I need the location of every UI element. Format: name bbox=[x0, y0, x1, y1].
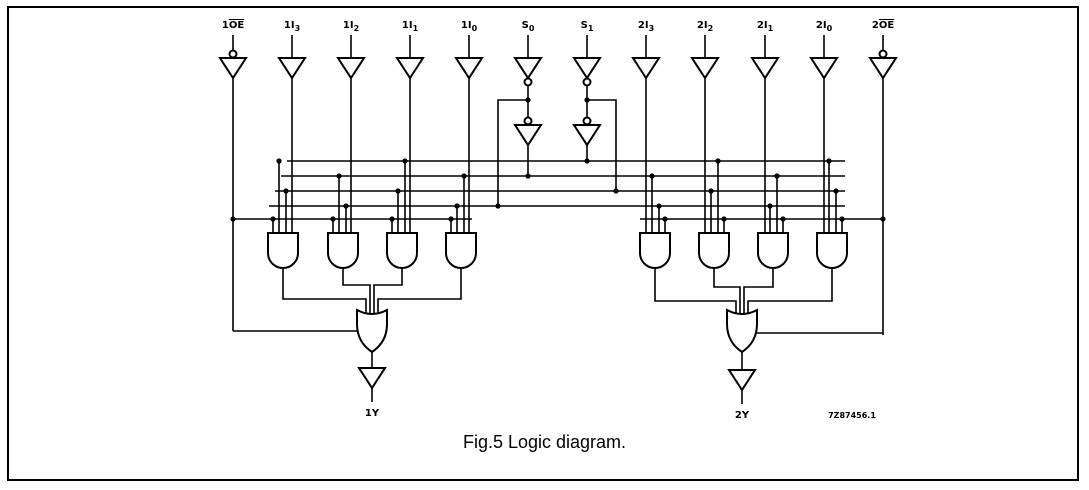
junction-dot bbox=[649, 173, 655, 179]
junction-dot bbox=[774, 173, 780, 179]
input-label-1i0: 1I0 bbox=[461, 20, 478, 33]
and-to-or-wire bbox=[654, 268, 737, 314]
junction-dot bbox=[389, 216, 395, 222]
input-buffer-s0 bbox=[513, 57, 543, 80]
junction-dot bbox=[656, 203, 662, 209]
input-label-1i1: 1I1 bbox=[402, 20, 419, 33]
and-gate-2-0 bbox=[816, 232, 848, 269]
output-buffer-2y bbox=[727, 369, 757, 392]
input-buffer-2i3 bbox=[631, 57, 661, 80]
junction-dot bbox=[839, 216, 845, 222]
junction-dot bbox=[402, 158, 408, 164]
junction-dot bbox=[767, 203, 773, 209]
input-buffer-1oe bbox=[218, 57, 248, 80]
junction-dot bbox=[721, 216, 727, 222]
input-buffer-1i1 bbox=[395, 57, 425, 80]
input-label-2oe: 2OE bbox=[872, 20, 894, 31]
input-label-1oe: 1OE bbox=[222, 20, 244, 31]
junction-dot bbox=[461, 173, 467, 179]
and-to-or-wire bbox=[743, 268, 774, 315]
junction-dot bbox=[708, 188, 714, 194]
drawing-code: 7Z87456.1 bbox=[828, 411, 876, 420]
junction-dot bbox=[270, 216, 276, 222]
inversion-bubble bbox=[228, 49, 238, 59]
input-label-2i0: 2I0 bbox=[816, 20, 833, 33]
junction-dot bbox=[283, 188, 289, 194]
input-label-2i3: 2I3 bbox=[638, 20, 654, 33]
junction-dot bbox=[780, 216, 786, 222]
output-label-1y: 1Y bbox=[365, 408, 380, 419]
junction-dot bbox=[833, 188, 839, 194]
input-label-1i2: 1I2 bbox=[343, 20, 359, 33]
and-gate-1-2 bbox=[327, 232, 359, 269]
junction-dot bbox=[230, 216, 236, 222]
junction-dot bbox=[715, 158, 721, 164]
junction-dot bbox=[448, 216, 454, 222]
output-label-2y: 2Y bbox=[735, 410, 750, 421]
input-buffer-2oe bbox=[868, 57, 898, 80]
junction-dot bbox=[276, 158, 282, 164]
input-label-2i2: 2I2 bbox=[697, 20, 713, 33]
and-gate-2-1 bbox=[757, 232, 789, 269]
and-gate-1-3 bbox=[267, 232, 299, 269]
and-to-or-wire bbox=[342, 268, 371, 315]
s1-true-wire bbox=[587, 99, 617, 191]
input-label-2i1: 2I1 bbox=[757, 20, 774, 33]
input-buffer-1i3 bbox=[277, 57, 307, 80]
and-to-or-wire bbox=[713, 268, 741, 315]
input-label-1i3: 1I3 bbox=[284, 20, 300, 33]
junction-dot bbox=[662, 216, 668, 222]
and-gate-2-3 bbox=[639, 232, 671, 269]
select-inverter-s0 bbox=[513, 124, 543, 147]
and-to-or-wire bbox=[747, 268, 833, 314]
input-buffer-s1 bbox=[572, 57, 602, 80]
input-label-s1: S1 bbox=[581, 20, 594, 33]
junction-dot bbox=[395, 188, 401, 194]
or-gate-2 bbox=[726, 308, 758, 354]
and-gate-1-0 bbox=[445, 232, 477, 269]
junction-dot bbox=[880, 216, 886, 222]
junction-dot bbox=[343, 203, 349, 209]
inversion-bubble bbox=[523, 77, 533, 87]
inversion-bubble bbox=[582, 77, 592, 87]
and-to-or-wire bbox=[282, 268, 367, 314]
input-buffer-2i1 bbox=[750, 57, 780, 80]
junction-dot bbox=[336, 173, 342, 179]
junction-dot bbox=[330, 216, 336, 222]
select-inverter-s1 bbox=[572, 124, 602, 147]
and-gate-1-1 bbox=[386, 232, 418, 269]
or-gate-1 bbox=[356, 308, 388, 354]
inversion-bubble bbox=[878, 49, 888, 59]
input-buffer-2i2 bbox=[690, 57, 720, 80]
figure-frame bbox=[7, 6, 1079, 481]
and-gate-2-2 bbox=[698, 232, 730, 269]
inversion-bubble bbox=[523, 116, 533, 126]
figure-caption: Fig.5 Logic diagram. bbox=[462, 432, 627, 452]
input-buffer-1i2 bbox=[336, 57, 366, 80]
s0-true-wire bbox=[497, 99, 528, 206]
input-buffer-1i0 bbox=[454, 57, 484, 80]
input-buffer-2i0 bbox=[809, 57, 839, 80]
and-to-or-wire bbox=[373, 268, 403, 315]
output-buffer-1y bbox=[357, 367, 387, 390]
junction-dot bbox=[454, 203, 460, 209]
input-label-s0: S0 bbox=[522, 20, 535, 33]
junction-dot bbox=[826, 158, 832, 164]
and-to-or-wire bbox=[377, 268, 462, 314]
inversion-bubble bbox=[582, 116, 592, 126]
